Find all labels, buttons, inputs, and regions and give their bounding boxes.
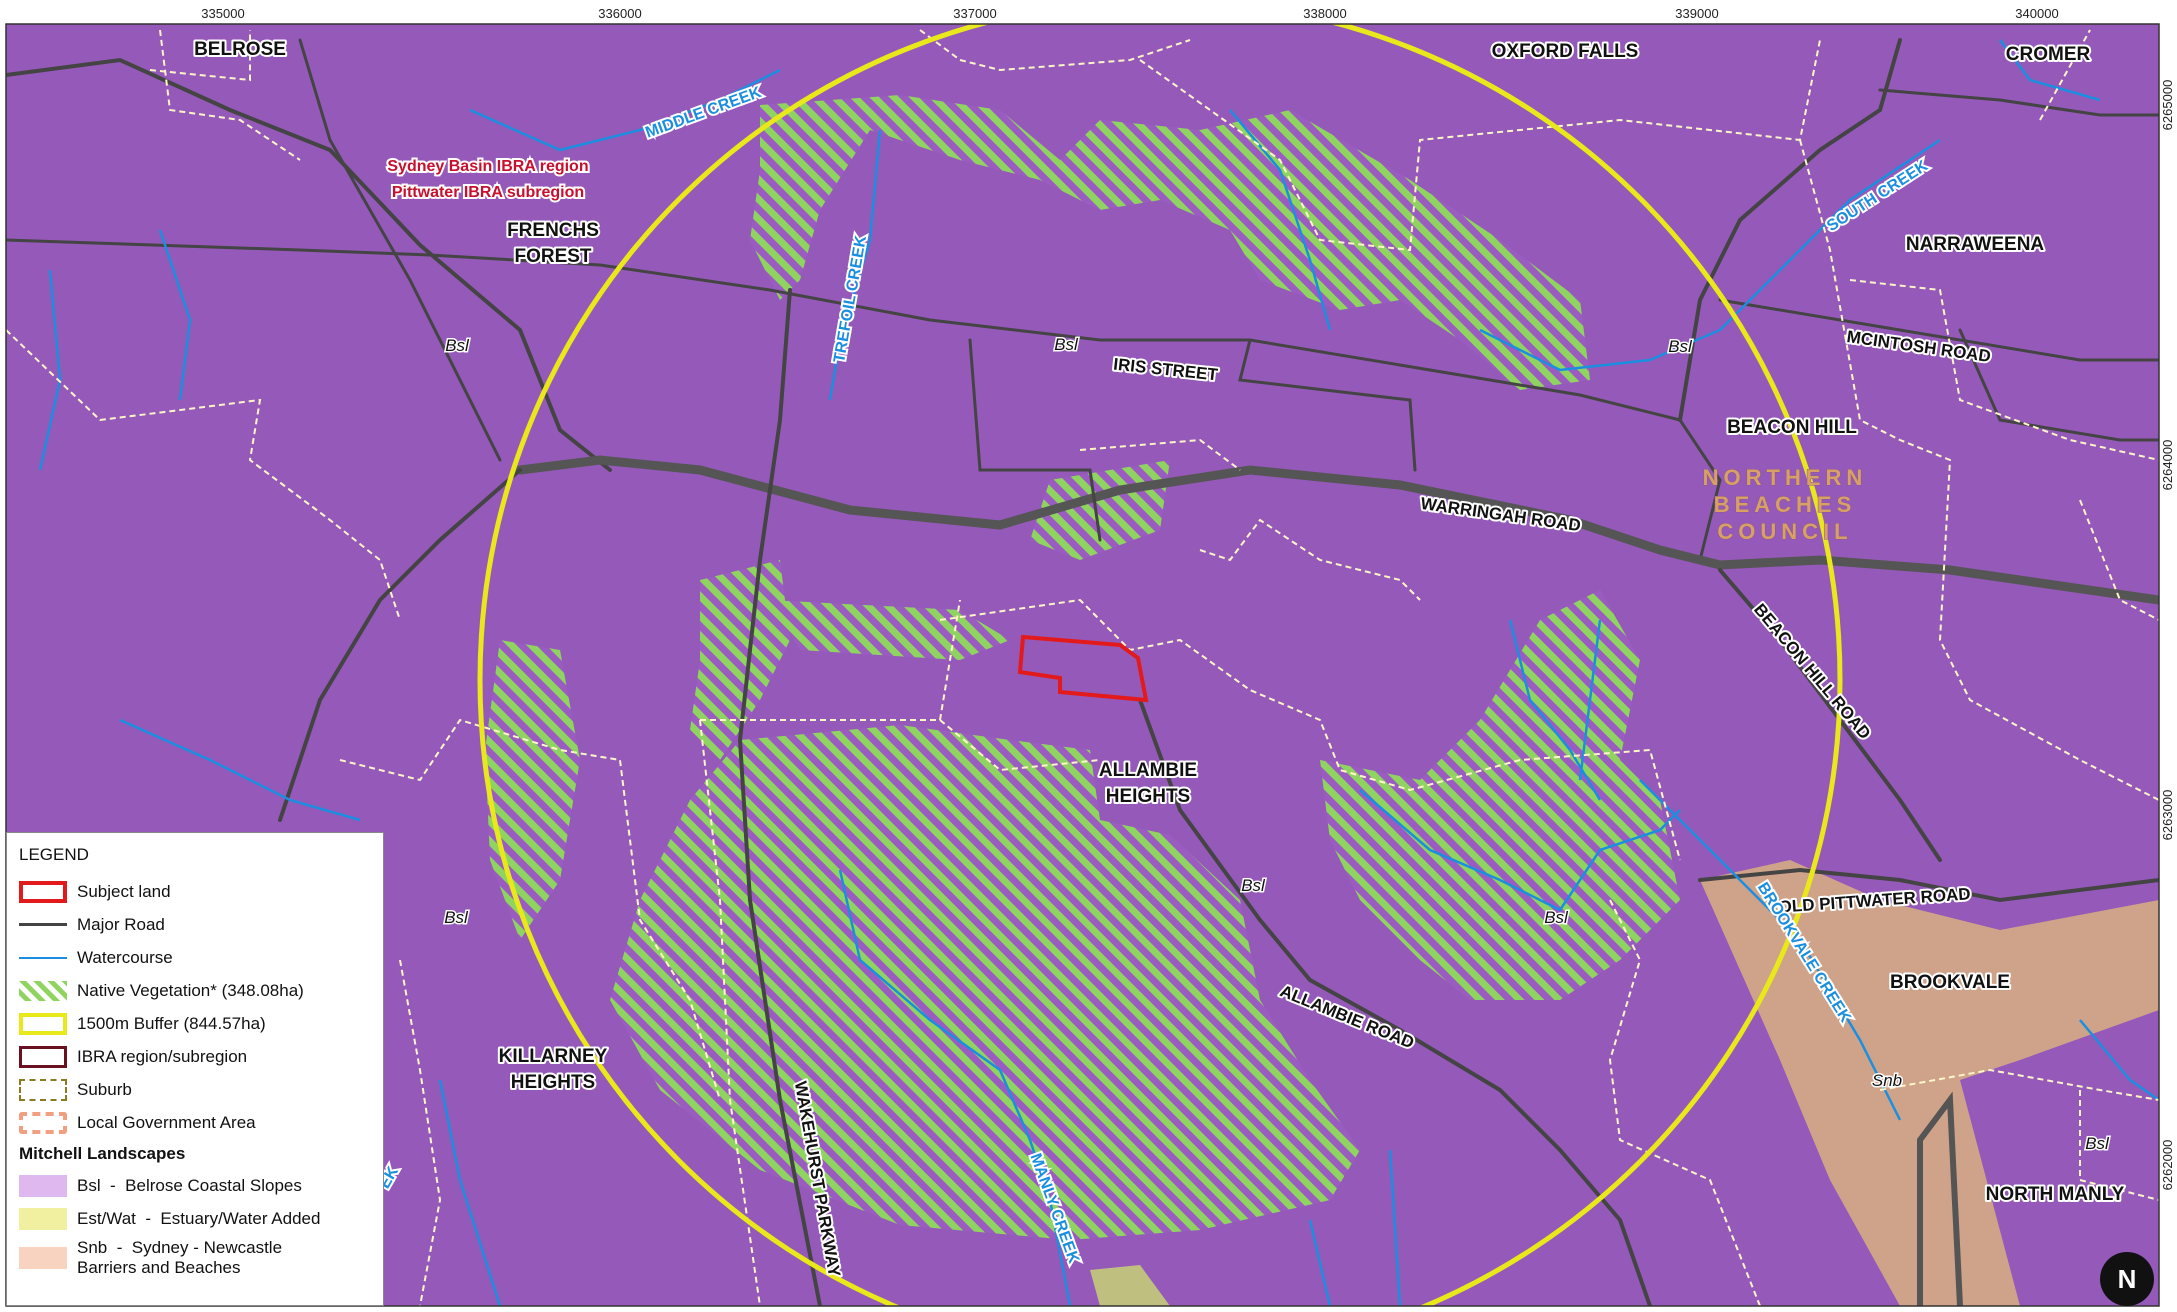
suburb-north-manly: NORTH MANLY: [1986, 1184, 2125, 1205]
ibra-label: Sydney Basin IBRA region Pittwater IBRA …: [385, 156, 590, 203]
coordinate-labels-right: 6265000 6264000 6263000 6262000: [2160, 80, 2175, 1191]
ibra-symbol: [19, 1045, 67, 1068]
suburb-frenchs-forest-line1: FRENCHS: [507, 220, 599, 241]
suburb-killarney-line2: HEIGHTS: [511, 1072, 595, 1093]
code-bsl-3: Bsl: [1668, 337, 1693, 356]
legend-item-buffer: 1500m Buffer (844.57ha): [19, 1007, 371, 1040]
legend-label: Local Government Area: [77, 1112, 256, 1132]
code-bsl-2: Bsl: [1054, 335, 1079, 354]
legend-label: Watercourse: [77, 947, 173, 967]
lga-label: NORTHERN BEACHES COUNCIL: [1702, 465, 1868, 545]
subject-land: [1017, 634, 1149, 703]
code-bsl-5: Bsl: [1544, 908, 1569, 927]
legend-label: 1500m Buffer (844.57ha): [77, 1013, 266, 1033]
legend-label: Subject land: [77, 881, 171, 901]
snb-label-line1: Snb - Sydney - Newcastle: [77, 1238, 283, 1257]
suburb-cromer: CROMER: [2006, 44, 2091, 65]
north-arrow-label: N: [2117, 1263, 2137, 1294]
snb-symbol: [19, 1247, 67, 1269]
estuary-area: [1090, 1265, 1170, 1306]
coord-right-3: 6262000: [2160, 1140, 2175, 1191]
legend-item-est-wat: Est/Wat - Estuary/Water Added: [19, 1202, 371, 1235]
legend-item-snb: Snb - Sydney - Newcastle Barriers and Be…: [19, 1235, 371, 1281]
legend-item-bsl: Bsl - Belrose Coastal Slopes: [19, 1169, 371, 1202]
legend-panel: LEGEND Subject land Major Road Watercour…: [6, 832, 384, 1306]
coord-top-3: 338000: [1303, 6, 1346, 21]
mitchell-heading: Mitchell Landscapes: [19, 1144, 186, 1163]
coordinate-labels-top: 335000 336000 337000 338000 339000 34000…: [201, 6, 2058, 21]
legend-item-subject-land: Subject land: [19, 875, 371, 908]
lga-symbol: [19, 1111, 67, 1134]
legend-item-watercourse: Watercourse: [19, 941, 371, 974]
coord-right-2: 6263000: [2160, 790, 2175, 841]
code-bsl-6: Bsl: [444, 908, 469, 927]
coord-top-1: 336000: [598, 6, 641, 21]
ibra-line1: Sydney Basin IBRA region: [387, 158, 588, 175]
legend-item-major-road: Major Road: [19, 908, 371, 941]
suburb-boundaries: [6, 29, 2159, 1306]
legend-label: IBRA region/subregion: [77, 1046, 248, 1066]
est-wat-symbol: [19, 1207, 67, 1230]
suburb-belrose: BELROSE: [194, 39, 286, 60]
landscape-code-labels: Bsl Bsl Bsl Bsl Bsl Bsl Bsl Snb: [443, 334, 2112, 1155]
legend-label: Bsl - Belrose Coastal Slopes: [77, 1175, 302, 1195]
north-arrow-icon: N: [2100, 1252, 2154, 1306]
watercourse-symbol: [19, 948, 67, 968]
legend-label-snb: Snb - Sydney - Newcastle Barriers and Be…: [77, 1238, 282, 1278]
major-road-symbol: [19, 915, 67, 935]
suburb-oxford-falls: OXFORD FALLS: [1492, 41, 1639, 62]
coord-top-2: 337000: [953, 6, 996, 21]
legend-title: LEGEND: [19, 845, 89, 864]
legend-item-native-vegetation: Native Vegetation* (348.08ha): [19, 974, 371, 1007]
code-bsl-4: Bsl: [1241, 876, 1266, 895]
suburb-allambie-line2: HEIGHTS: [1106, 786, 1190, 807]
legend-item-lga: Local Government Area: [19, 1106, 371, 1139]
bsl-symbol: [19, 1174, 67, 1197]
lga-line3: COUNCIL: [1717, 519, 1852, 544]
suburb-labels: BELROSE OXFORD FALLS CROMER NARRAWEENA F…: [192, 37, 2127, 1207]
legend-label: Major Road: [77, 914, 165, 934]
legend-label: Native Vegetation* (348.08ha): [77, 980, 304, 1000]
suburb-brookvale: BROOKVALE: [1890, 972, 2010, 993]
code-bsl-7: Bsl: [2085, 1134, 2110, 1153]
coord-top-0: 335000: [201, 6, 244, 21]
suburb-symbol: [19, 1078, 67, 1101]
suburb-frenchs-forest-line2: FOREST: [514, 246, 591, 267]
lga-line1: NORTHERN: [1703, 465, 1868, 490]
suburb-beacon-hill: BEACON HILL: [1727, 417, 1857, 438]
buffer-1500m: [477, 24, 1843, 1306]
legend-label: Est/Wat - Estuary/Water Added: [77, 1208, 321, 1228]
code-snb: Snb: [1872, 1071, 1902, 1090]
coord-top-4: 339000: [1675, 6, 1718, 21]
code-bsl-1: Bsl: [445, 336, 470, 355]
ibra-line2: Pittwater IBRA subregion: [392, 184, 584, 201]
suburb-killarney-line1: KILLARNEY: [499, 1046, 608, 1067]
lga-line2: BEACHES: [1714, 492, 1857, 517]
subject-land-symbol: [19, 880, 67, 903]
snb-landscape-area: [1700, 860, 2159, 1306]
legend-label: Suburb: [77, 1079, 132, 1099]
coord-right-1: 6264000: [2160, 440, 2175, 491]
snb-label-line2: Barriers and Beaches: [77, 1258, 241, 1277]
native-vegetation-symbol: [19, 980, 67, 1001]
buffer-symbol: [19, 1012, 67, 1035]
map-border: [5, 23, 2160, 1307]
coord-right-0: 6265000: [2160, 80, 2175, 131]
suburb-narraweena: NARRAWEENA: [1906, 234, 2045, 255]
coord-top-5: 340000: [2015, 6, 2058, 21]
legend-item-ibra: IBRA region/subregion: [19, 1040, 371, 1073]
legend-item-suburb: Suburb: [19, 1073, 371, 1106]
native-vegetation: [485, 95, 1680, 1240]
suburb-allambie-line1: ALLAMBIE: [1099, 760, 1197, 781]
